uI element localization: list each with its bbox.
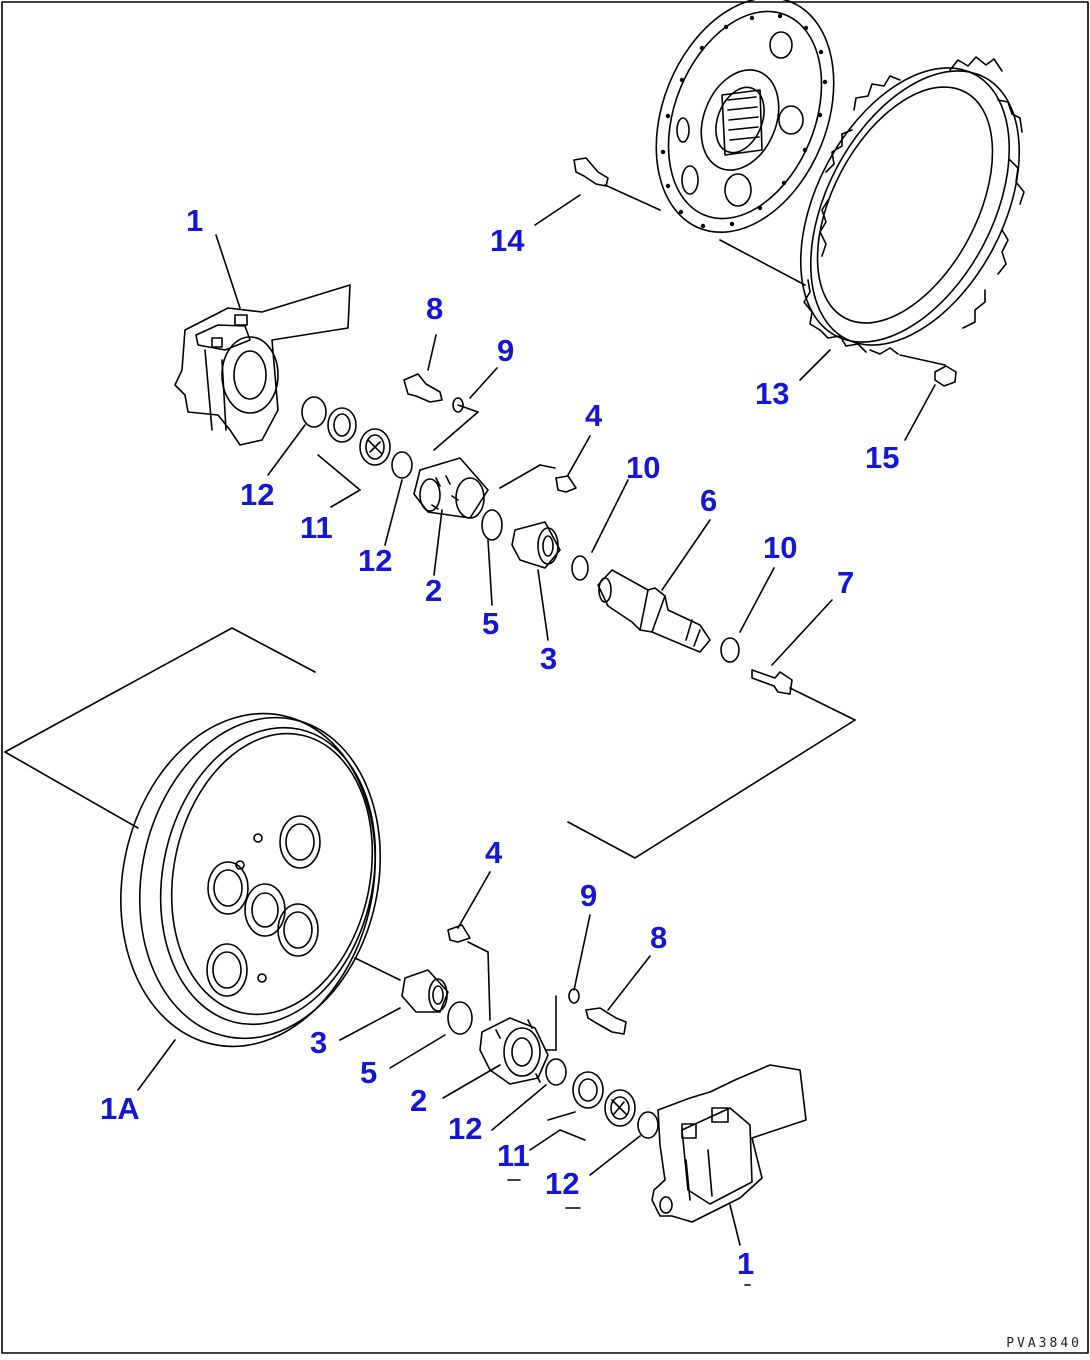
leader-lines-bottom [138,872,750,1285]
nut-15 [935,366,956,386]
seal-11-top [328,408,390,465]
callout-11-top: 11 [300,510,333,545]
callout-12-a: 12 [240,477,275,512]
o-ring-12d [638,1112,658,1138]
callout-1-top: 1 [186,203,204,238]
bolt-14 [574,158,608,186]
callout-13: 13 [755,376,790,411]
o-ring-5-top [482,510,502,540]
callout-7: 7 [837,565,855,600]
callout-11-bot: 11 [497,1138,530,1173]
bolt-8-top [404,374,442,402]
bushing-3-bot [402,970,448,1012]
idler-wheel [91,690,409,1071]
o-ring-12c [546,1059,566,1085]
collar-2-bot [480,1018,548,1084]
callout-9-bot: 9 [580,878,598,913]
callout-1-bot: 1 [737,1246,755,1281]
sprocket-ring [758,33,1062,380]
callout-6: 6 [700,483,718,518]
callout-5-top: 5 [482,606,500,641]
bolt-7 [752,670,792,694]
leader-lines-top [216,185,945,720]
callout-10-a: 10 [626,450,661,485]
o-ring-10b [721,638,739,662]
bracket-top [175,285,350,445]
callout-3-top: 3 [540,641,558,676]
callout-10-b: 10 [763,530,798,565]
shaft-6 [598,570,710,652]
callout-12-c: 12 [448,1111,483,1146]
callout-2-bot: 2 [410,1083,428,1118]
o-ring-5-bot [448,1002,472,1034]
callout-2-top: 2 [425,573,443,608]
callout-8-top: 8 [426,291,444,326]
pin-4-top [556,476,576,492]
callout-5-bot: 5 [360,1055,378,1090]
callout-1A: 1A [100,1091,140,1126]
o-ring-12b [392,452,412,478]
callout-8-bot: 8 [650,920,668,955]
washer-9-top [453,398,463,412]
callout-4-bot: 4 [485,835,503,870]
callout-15: 15 [865,440,900,475]
callout-3-bot: 3 [310,1025,328,1060]
callout-12-d: 12 [545,1166,580,1201]
center-outline [5,628,855,980]
o-ring-12a [302,397,326,427]
o-ring-10a [572,556,588,580]
callout-12-b: 12 [358,543,393,578]
sprocket-hub-disk [623,0,866,259]
bracket-bottom [652,1065,806,1222]
bushing-3-top [512,522,560,568]
collar-2-top [414,458,488,518]
bolt-8-bot [586,1008,626,1034]
washer-9-bot [569,989,579,1003]
seal-11-bot [573,1072,635,1126]
callout-4-top: 4 [585,398,603,433]
callout-9-top: 9 [497,333,515,368]
drawing-code: PVA3840 [1006,1336,1082,1351]
callout-14: 14 [490,223,525,258]
